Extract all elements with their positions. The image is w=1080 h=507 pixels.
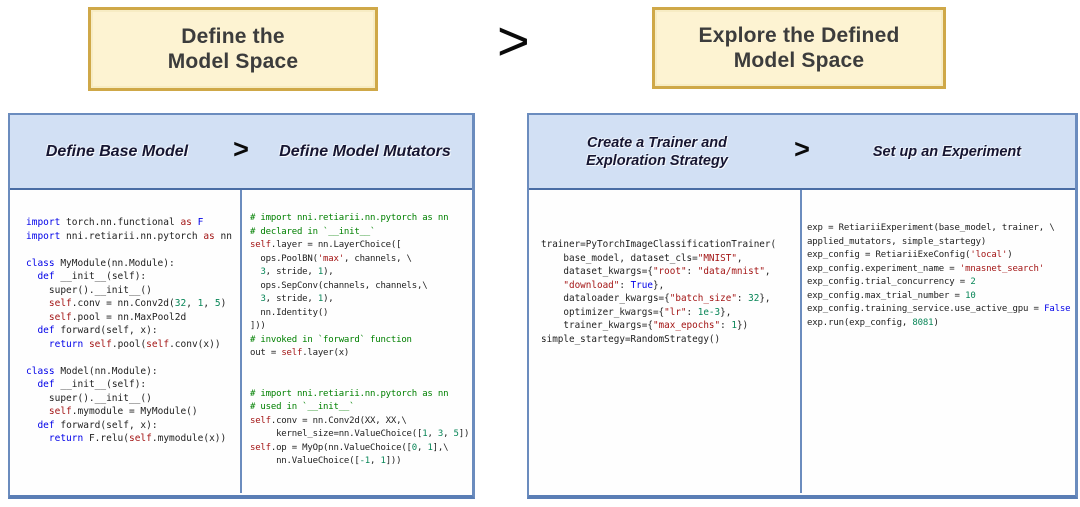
flow-step-define-model-space: Define the Model Space xyxy=(88,7,378,91)
code-line: exp_config.training_service.use_active_g… xyxy=(807,304,1071,314)
code-line: # import nni.retiarii.nn.pytorch as nn xyxy=(250,388,449,399)
code-line: ops.PoolBN('max', channels, \ xyxy=(250,253,412,264)
code-line xyxy=(26,351,240,365)
header-title-define-base-model: Define Base Model xyxy=(45,142,189,160)
code-line: # invoked in `forward` function xyxy=(250,334,412,345)
code-line: super().__init__() xyxy=(26,284,152,296)
code-line: super().__init__() xyxy=(26,392,152,404)
code-line: return self.pool(self.conv(x)) xyxy=(48,338,221,350)
code-line xyxy=(250,374,470,388)
code-line: trainer_kwargs={"max_epochs": 1}) xyxy=(541,320,749,331)
panel-explore-model-space: Create a Trainer and Exploration Strateg… xyxy=(527,113,1078,499)
code-block-mutators: # import nni.retiarii.nn.pytorch as nn # … xyxy=(250,212,470,469)
code-line: self.conv = nn.Conv2d(32, 1, 5) xyxy=(48,298,227,309)
flow-step-explore-model-space: Explore the Defined Model Space xyxy=(652,7,946,89)
code-line: def __init__(self): xyxy=(37,271,147,282)
code-line: def forward(self, x): xyxy=(37,325,158,336)
code-line: dataloader_kwargs={"batch_size": 32}, xyxy=(541,293,771,304)
panel-body: trainer=PyTorchImageClassificationTraine… xyxy=(529,190,1075,493)
code-line: nn.Identity() xyxy=(250,307,329,318)
code-line: self.mymodule = MyModule() xyxy=(48,406,198,417)
code-line: 3, stride, 1), xyxy=(260,294,334,304)
code-line: exp_config = RetiariiExeConfig('local') xyxy=(807,250,1013,260)
code-line: class Model(nn.Module): xyxy=(26,365,158,377)
flow-arrow-icon: > xyxy=(497,9,530,72)
code-line: ops.SepConv(channels, channels,\ xyxy=(250,280,428,291)
code-line: class MyModule(nn.Module): xyxy=(26,257,175,269)
code-line: import torch.nn.functional as F xyxy=(26,217,204,228)
code-line: def forward(self, x): xyxy=(37,419,158,431)
code-block-experiment: exp = RetiariiExperiment(base_model, tra… xyxy=(807,222,1071,330)
code-line: applied_mutators, simple_startegy) xyxy=(807,236,987,247)
code-line: kernel_size=nn.ValueChoice([1, 3, 5]) xyxy=(250,429,470,439)
code-line: 3, stride, 1), xyxy=(260,267,334,277)
code-line: "download": True}, xyxy=(563,279,665,291)
code-line: optimizer_kwargs={"lr": 1e-3}, xyxy=(541,306,732,318)
code-line: import nni.retiarii.nn.pytorch as nn xyxy=(26,230,232,242)
header-arrow-icon: > xyxy=(794,134,810,164)
header-title-define-model-mutators: Define Model Mutators xyxy=(279,142,451,160)
code-line: trainer=PyTorchImageClassificationTraine… xyxy=(541,239,777,250)
code-line: self.pool = nn.MaxPool2d xyxy=(48,311,187,323)
code-line xyxy=(26,243,240,257)
header-title-setup-experiment: Set up an Experiment xyxy=(872,143,1022,160)
flow-step-label: Define the Model Space xyxy=(167,25,299,73)
code-line xyxy=(250,361,470,375)
code-line: exp.run(exp_config, 8081) xyxy=(807,317,939,328)
code-line: # import nni.retiarii.nn.pytorch as nn xyxy=(250,213,449,223)
code-line: dataset_kwargs={"root": "data/mnist", xyxy=(541,266,771,277)
panel-body: import torch.nn.functional as F import nn… xyxy=(10,190,472,493)
code-line: exp_config.max_trial_number = 10 xyxy=(807,290,976,301)
code-line: out = self.layer(x) xyxy=(250,348,350,358)
flow-step-label: Explore the Defined Model Space xyxy=(698,24,900,72)
code-column-experiment: exp = RetiariiExperiment(base_model, tra… xyxy=(802,190,1071,493)
header-title-create-trainer: Create a Trainer and Exploration Strateg… xyxy=(586,134,728,169)
code-line: exp_config.experiment_name = 'mnasnet_se… xyxy=(807,263,1045,274)
code-column-trainer: trainer=PyTorchImageClassificationTraine… xyxy=(529,190,802,493)
code-line: exp_config.trial_concurrency = 2 xyxy=(807,277,976,287)
panel-define-model-space: Define Base Model > Define Model Mutator… xyxy=(8,113,475,499)
code-column-base-model: import torch.nn.functional as F import nn… xyxy=(10,190,242,493)
panel-header: Define Base Model > Define Model Mutator… xyxy=(10,115,472,190)
code-line: self.op = MyOp(nn.ValueChoice([0, 1],\ xyxy=(250,442,449,453)
code-line: ])) xyxy=(250,321,266,331)
code-line: base_model, dataset_cls="MNIST", xyxy=(541,252,743,264)
code-line: # declared in `__init__` xyxy=(250,226,376,237)
code-line: # used in `__init__` xyxy=(250,402,355,412)
code-column-mutators: # import nni.retiarii.nn.pytorch as nn # … xyxy=(242,190,470,493)
code-line: def __init__(self): xyxy=(37,379,147,390)
code-line: self.conv = nn.Conv2d(XX, XX,\ xyxy=(250,415,407,426)
panel-header: Create a Trainer and Exploration Strateg… xyxy=(529,115,1075,190)
code-line: return F.relu(self.mymodule(x)) xyxy=(48,433,227,444)
code-line: self.layer = nn.LayerChoice([ xyxy=(250,240,402,250)
code-line: simple_startegy=RandomStrategy() xyxy=(541,333,721,345)
code-line: nn.ValueChoice([-1, 1])) xyxy=(250,456,402,466)
code-block-trainer: trainer=PyTorchImageClassificationTraine… xyxy=(541,238,800,346)
code-line: exp = RetiariiExperiment(base_model, tra… xyxy=(807,223,1055,233)
header-arrow-icon: > xyxy=(233,134,249,164)
code-block-base-model: import torch.nn.functional as F import nn… xyxy=(26,216,240,446)
